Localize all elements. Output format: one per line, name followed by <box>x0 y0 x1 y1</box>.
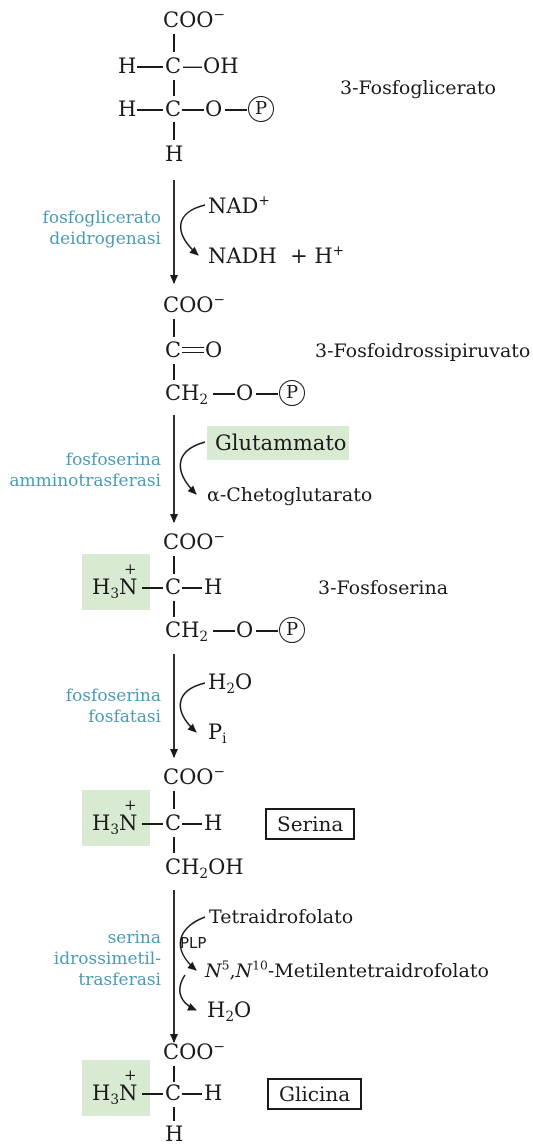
bond <box>182 1093 202 1095</box>
m3-amino: H3N <box>92 575 138 603</box>
m1-oh: —OH <box>182 54 239 78</box>
bond <box>173 319 175 337</box>
m5-amino: H3N <box>92 1081 138 1109</box>
metabolite-name-1: 3-Fosfoglicerato <box>340 77 496 99</box>
m3-carbon: C <box>165 575 182 599</box>
amino-highlight <box>82 554 150 610</box>
m2-coo: COO− <box>163 291 225 317</box>
m1-coo: COO− <box>163 6 225 32</box>
bond <box>137 109 163 111</box>
m1-h-bottom: H <box>165 142 184 166</box>
m4-h: H <box>204 811 223 835</box>
amino-highlight <box>82 1060 150 1116</box>
double-bond <box>182 347 204 353</box>
m1-carbon-2: C <box>165 97 182 121</box>
cofactor-curve-1 <box>180 204 206 256</box>
cofactor-pi: Pi <box>208 720 227 748</box>
cofactor-nad: NAD+ <box>208 192 270 218</box>
metabolite-name-3: 3-Fosfoserina <box>318 577 449 599</box>
m4-amino: H3N <box>92 811 138 839</box>
m1-h-left: H <box>118 54 137 78</box>
metabolite-name-2: 3-Fosfoidrossipiruvato <box>315 340 531 362</box>
m3-ch2: CH2 <box>165 618 209 646</box>
serine-box: Serina <box>265 808 356 840</box>
m3-oxygen: O <box>236 618 254 642</box>
phosphate-icon: P <box>248 96 274 122</box>
bond <box>182 823 202 825</box>
m2-ch2: CH2 <box>165 381 209 409</box>
bond <box>213 393 235 395</box>
cofactor-h2o-2: H2O <box>207 998 252 1026</box>
m3-plus: + <box>124 560 137 578</box>
bond <box>256 393 278 395</box>
cofactor-chetoglutarato: α-Chetoglutarato <box>207 484 373 506</box>
m4-carbon: C <box>165 811 182 835</box>
glutamate-highlight <box>207 426 349 460</box>
cofactor-thf: Tetraidrofolato <box>209 906 354 928</box>
cofactor-curve-3 <box>179 682 206 733</box>
m5-plus: + <box>124 1066 137 1084</box>
m2-oxygen-2: O <box>236 381 254 405</box>
bond <box>173 791 175 809</box>
m5-h: H <box>204 1081 223 1105</box>
bond <box>173 601 175 617</box>
m2-carbon: C <box>165 338 182 362</box>
m1-oxygen: O <box>205 97 223 121</box>
bond <box>142 587 163 589</box>
bond <box>142 823 163 825</box>
bond <box>173 837 175 853</box>
m5-carbon: C <box>165 1081 182 1105</box>
cofactor-methylene-thf: N5,N10-Metilentetraidrofolato <box>205 958 489 982</box>
bond <box>173 556 175 574</box>
bond <box>142 1093 163 1095</box>
glycine-box: Glicina <box>267 1078 363 1110</box>
phosphate-icon: P <box>279 617 305 643</box>
cofactor-curve-4a <box>179 916 206 971</box>
bond <box>182 587 202 589</box>
bond <box>137 66 163 68</box>
bond <box>213 630 235 632</box>
bond <box>256 630 278 632</box>
cofactor-nadh: NADH + H+ <box>208 242 345 268</box>
cofactor-glutammato: Glutammato <box>215 431 347 455</box>
bond <box>182 109 204 111</box>
m1-carbon: C <box>165 54 182 78</box>
amino-highlight <box>82 790 150 846</box>
m4-coo: COO− <box>163 763 225 789</box>
bond <box>173 34 175 52</box>
m5-h-bottom: H <box>165 1122 184 1146</box>
m3-coo: COO− <box>163 528 225 554</box>
m3-h: H <box>204 575 223 599</box>
bond <box>173 1066 175 1082</box>
phosphate-icon: P <box>279 380 305 406</box>
cofactor-plp: PLP <box>180 934 207 952</box>
m5-coo: COO− <box>163 1038 225 1064</box>
cofactor-curve-4b <box>179 974 197 1011</box>
cofactor-h2o: H2O <box>208 670 253 698</box>
bond <box>225 109 247 111</box>
m4-plus: + <box>124 796 137 814</box>
bond <box>173 364 175 380</box>
m2-oxygen: O <box>205 338 223 362</box>
bond <box>173 1107 175 1121</box>
cofactor-curve-2 <box>179 441 206 495</box>
bond <box>173 122 175 140</box>
bond <box>173 80 175 96</box>
m1-h-left-2: H <box>118 97 137 121</box>
m4-ch2oh: CH2OH <box>165 855 244 883</box>
